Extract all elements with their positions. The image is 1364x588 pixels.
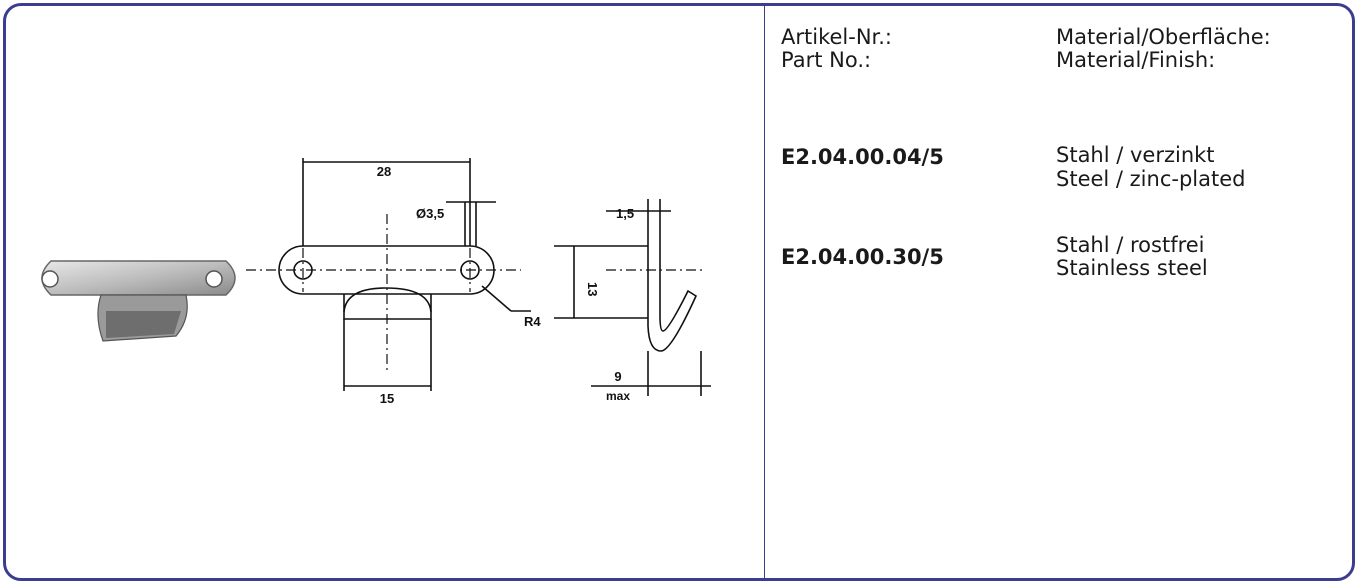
dim-radius-label: R4 xyxy=(524,314,541,329)
dim-depth-suffix: max xyxy=(606,389,630,403)
material-de-1: Stahl / verzinkt xyxy=(1056,143,1215,167)
part-label-en: Part No.: xyxy=(781,48,872,72)
part-number-2: E2.04.00.30/5 xyxy=(781,245,944,269)
material-de-2: Stahl / rostfrei xyxy=(1056,233,1205,257)
dim-height-label: 13 xyxy=(585,282,600,296)
dim-hook-width-label: 15 xyxy=(380,391,394,406)
technical-drawing: 28 Ø3,5 R4 15 1,5 13 9 max xyxy=(41,158,711,406)
material-label-en: Material/Finish: xyxy=(1056,48,1216,72)
material-en-1: Steel / zinc-plated xyxy=(1056,167,1246,191)
product-photo xyxy=(41,260,236,342)
dim-width-label: 28 xyxy=(377,164,391,179)
dim-thickness-label: 1,5 xyxy=(616,206,634,221)
dim-hole-label: Ø3,5 xyxy=(416,206,444,221)
column-divider xyxy=(764,6,765,578)
part-number-1: E2.04.00.04/5 xyxy=(781,145,944,169)
material-en-2: Stainless steel xyxy=(1056,256,1208,280)
dim-depth-label: 9 xyxy=(614,369,621,384)
material-label-de: Material/Oberfläche: xyxy=(1056,25,1271,49)
part-label-de: Artikel-Nr.: xyxy=(781,25,892,49)
technical-drawing-panel: 28 Ø3,5 R4 15 1,5 13 9 max xyxy=(6,6,764,578)
product-card: 28 Ø3,5 R4 15 1,5 13 9 max Artikel-Nr.: … xyxy=(3,3,1355,581)
